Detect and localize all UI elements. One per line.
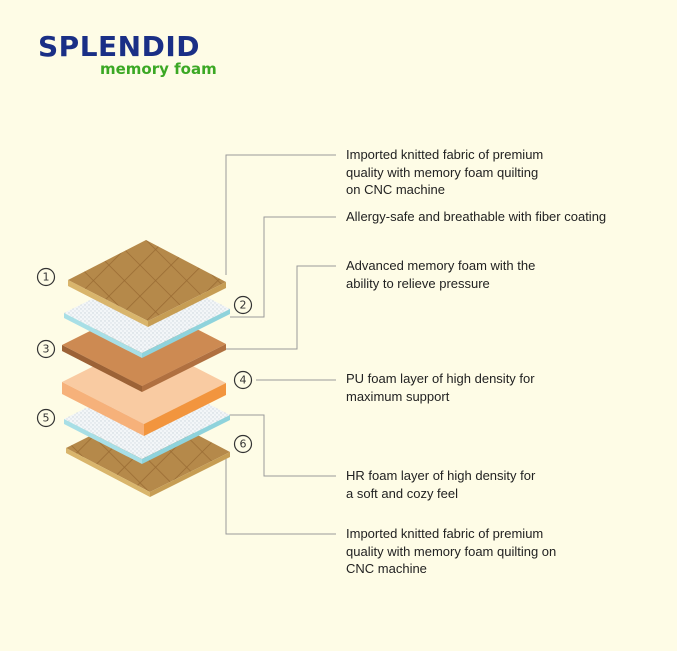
layer-4-description: PU foam layer of high density for maximu…	[346, 371, 535, 404]
marker-1-number: 1	[43, 271, 50, 284]
marker-4-circle	[233, 370, 253, 390]
brand-tagline: memory foam	[100, 60, 217, 78]
layer-6-description: Imported knitted fabric of premium quali…	[346, 526, 557, 576]
marker-3-number: 3	[43, 343, 50, 356]
marker-3-circle	[36, 339, 56, 359]
marker-4-number: 4	[240, 374, 247, 387]
layer-1-fabric	[68, 240, 226, 327]
marker-5-number: 5	[43, 412, 50, 425]
marker-6-circle	[233, 434, 253, 454]
layer-5-description: HR foam layer of high density for a soft…	[346, 468, 536, 501]
marker-5-circle	[36, 408, 56, 428]
layer-1-description: Imported knitted fabric of premium quali…	[346, 147, 544, 197]
layer-2-description: Allergy-safe and breathable with fiber c…	[346, 209, 607, 224]
layer-3-description: Advanced memory foam with the ability to…	[346, 258, 536, 291]
connector-lines	[225, 154, 336, 535]
marker-2-circle	[233, 295, 253, 315]
brand-name: SPLENDID	[38, 30, 200, 63]
marker-6-number: 6	[240, 438, 247, 451]
marker-1-circle	[36, 267, 56, 287]
brand-logo: SPLENDID memory foam	[38, 30, 217, 79]
marker-2-number: 2	[240, 299, 247, 312]
